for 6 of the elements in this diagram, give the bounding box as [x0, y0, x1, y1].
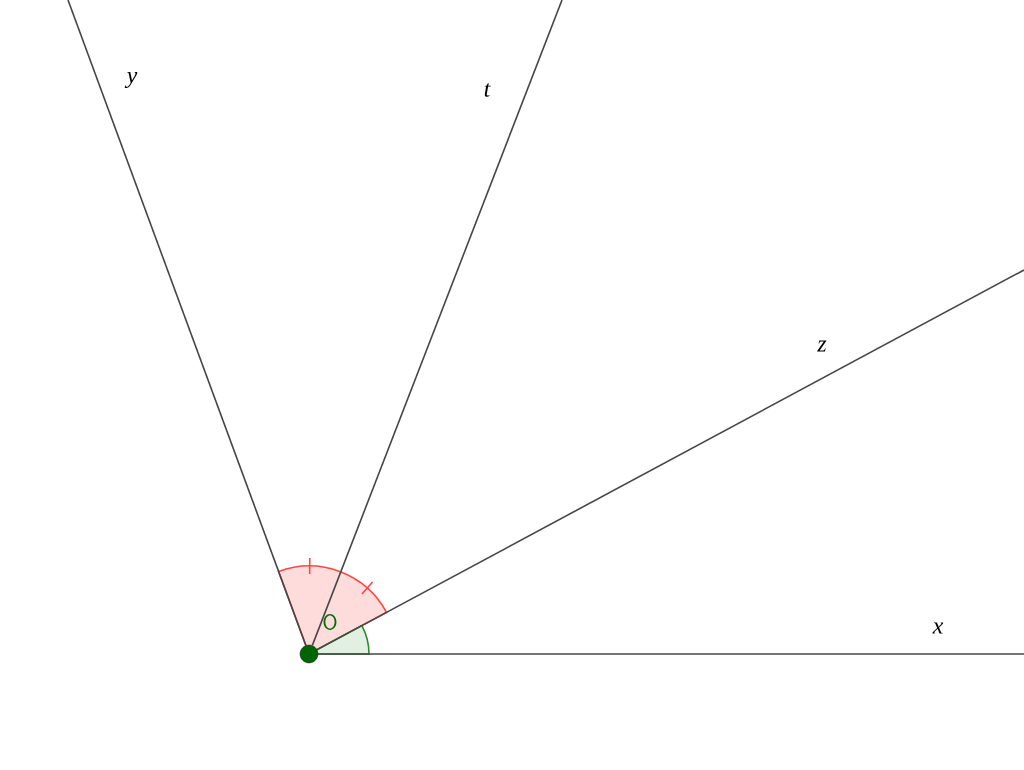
ray-label: x [932, 622, 944, 634]
point [299, 644, 319, 664]
ray-label: y [124, 71, 138, 89]
ray-label: z [817, 340, 827, 352]
point-label: O [323, 614, 337, 630]
ray-label: t [484, 83, 491, 97]
